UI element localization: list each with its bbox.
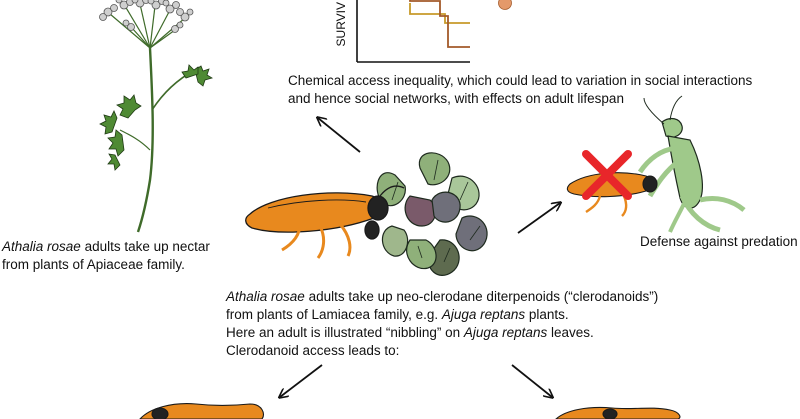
chemical-access-line-2: and hence social networks, with effects … [288,91,624,106]
arrow-to-chemical-access [318,118,361,153]
survival-line-2 [409,0,470,48]
chemical-access-line-1: Chemical access inequality, which could … [288,73,753,88]
sawfly-icon [245,185,405,259]
sawfly-bottom-left-icon [139,403,265,419]
nectar-line-1-rest: adults take up nectar [80,239,210,254]
clerodanoid-line-2-b: plants. [525,307,569,322]
clerodanoid-line-2-a: from plants of Lamiacea family, e.g. [226,307,442,322]
clerodanoid-line-3: Here an adult is illustrated “nibbling” … [226,324,658,342]
clerodanoid-line-4: Clerodanoid access leads to: [226,343,400,358]
survival-ylabel: SURVIV [334,2,348,46]
clerodanoid-line-3-a: Here an adult is illustrated “nibbling” … [226,325,464,340]
nectar-line-1: Athalia rosae adults take up nectar [2,238,210,256]
mantis-icon [637,95,746,233]
clerodanoid-line-2: from plants of Lamiacea family, e.g. Aju… [226,306,658,324]
umbellifer-plant-icon [99,0,213,233]
clerodanoid-line-2-species: Ajuga reptans [441,307,526,322]
nectar-species: Athalia rosae [2,239,81,254]
nectar-line-2: from plants of Apiaceae family. [2,257,185,272]
clerodanoid-line-3-b: leaves. [547,325,594,340]
ajuga-leaves-icon [376,152,488,276]
arrow-down-left [280,364,323,397]
clerodanoid-species: Athalia rosae [226,289,305,304]
arrow-down-right [511,364,552,397]
arrow-to-defense [517,203,560,234]
survival-chart-icon: SURVIV [334,0,512,63]
clerodanoid-line-1: Athalia rosae adults take up neo-cleroda… [226,288,658,306]
survival-marker [498,0,512,10]
defense-label: Defense against predation [640,234,798,249]
chemical-access-text: Chemical access inequality, which could … [288,72,752,108]
red-cross-icon [582,150,632,200]
clerodanoid-line-3-species: Ajuga reptans [463,325,548,340]
clerodanoid-line-1-rest: adults take up neo-clerodane diterpenoid… [304,289,659,304]
nectar-text: Athalia rosae adults take up nectar from… [2,238,210,274]
sawfly-bottom-right-icon [555,406,681,419]
survival-line-1 [409,3,470,24]
clerodanoid-text: Athalia rosae adults take up neo-cleroda… [226,288,658,360]
